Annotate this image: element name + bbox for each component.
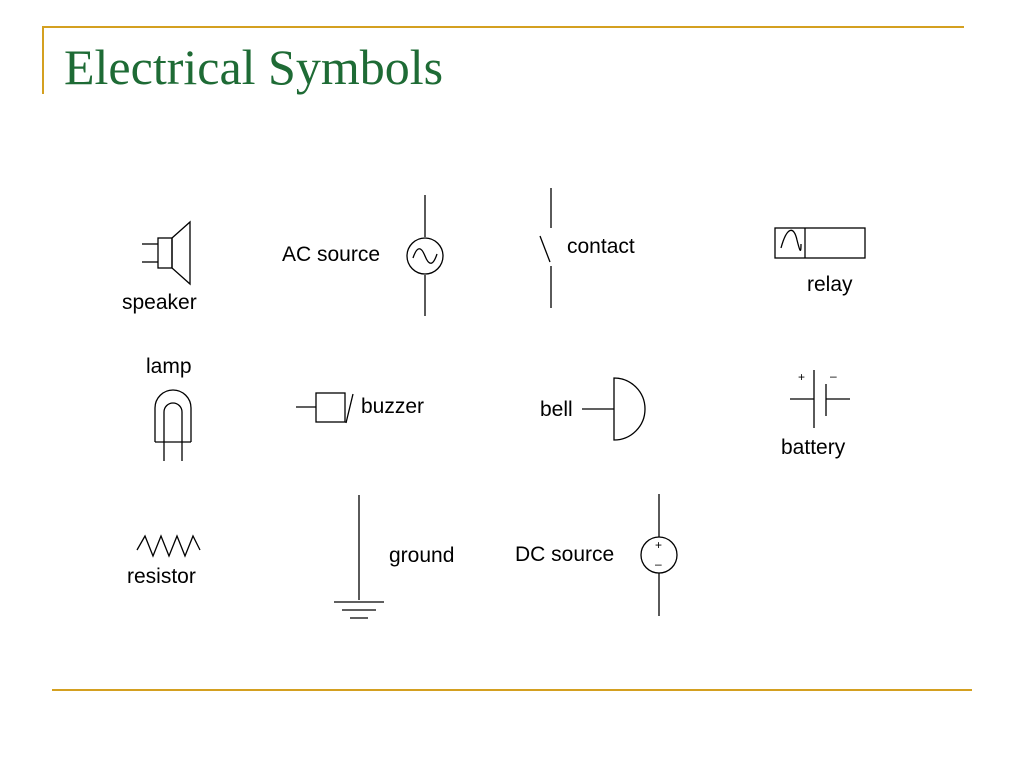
slide-title: Electrical Symbols	[64, 39, 444, 95]
dc-source-label: DC source	[515, 543, 615, 566]
resistor-symbol	[136, 534, 201, 558]
battery-plus-sign: +	[798, 370, 806, 384]
battery-symbol	[790, 370, 850, 428]
ac-source-symbol	[406, 195, 444, 316]
resistor-label: resistor	[127, 565, 196, 588]
lamp-label: lamp	[146, 355, 192, 378]
relay-symbol	[774, 227, 866, 259]
battery-label: battery	[781, 436, 846, 459]
buzzer-symbol	[296, 392, 354, 424]
contact-symbol	[539, 188, 552, 308]
bell-symbol	[582, 377, 646, 441]
speaker-label: speaker	[122, 291, 197, 314]
title-accent-top	[42, 26, 964, 28]
title-accent-vertical	[42, 26, 44, 94]
ground-label: ground	[389, 544, 455, 567]
lamp-symbol	[154, 389, 192, 461]
ac-source-label: AC source	[282, 243, 381, 266]
contact-label: contact	[567, 235, 635, 258]
battery-minus-sign: –	[830, 369, 837, 383]
relay-label: relay	[807, 273, 853, 296]
ground-symbol	[334, 495, 384, 619]
speaker-symbol	[142, 220, 191, 286]
dc-minus-sign: –	[655, 557, 662, 571]
bell-label: bell	[540, 398, 573, 421]
buzzer-label: buzzer	[361, 395, 425, 418]
dc-plus-sign: +	[655, 538, 663, 552]
footer-accent-line	[52, 689, 972, 691]
dc-source-symbol	[640, 494, 678, 616]
